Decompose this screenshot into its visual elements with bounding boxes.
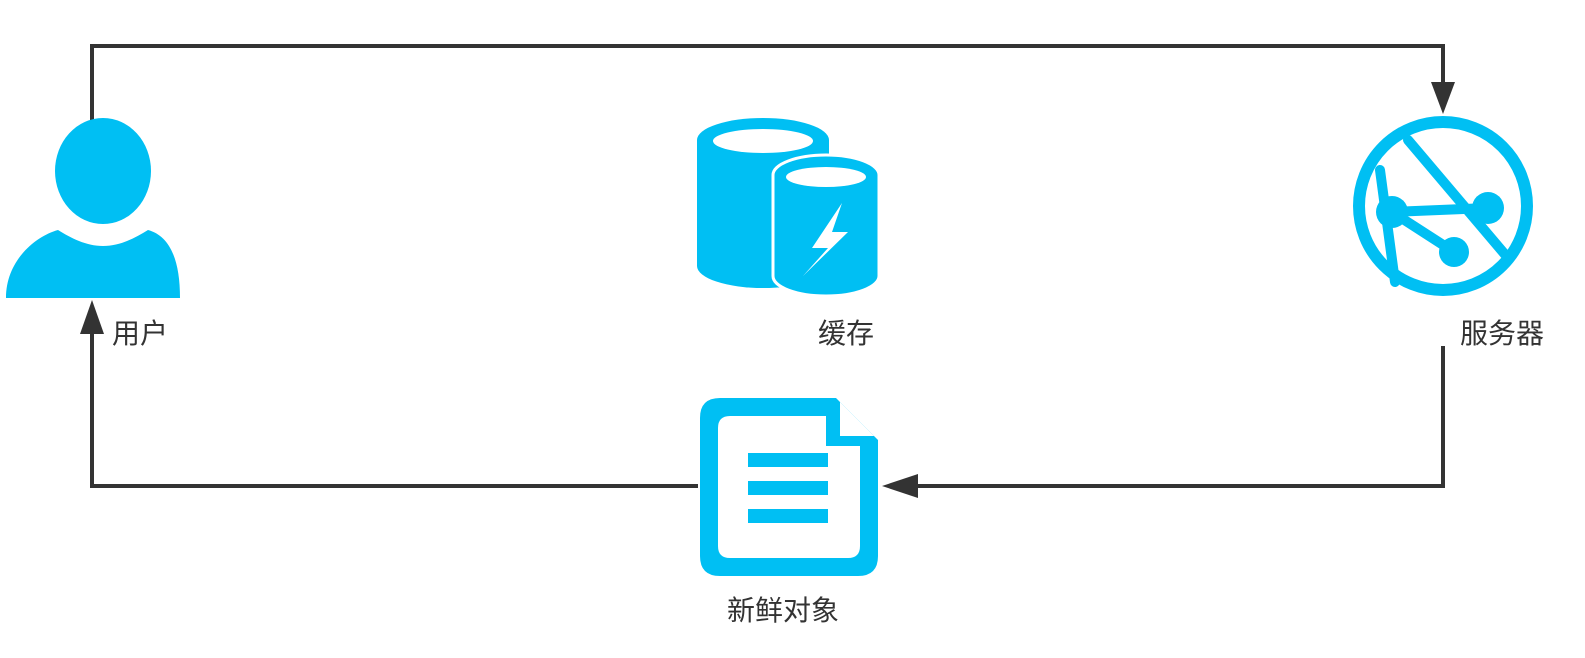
database-cache-icon (697, 118, 881, 298)
arrowhead-fresh-object (882, 474, 918, 498)
server-label: 服务器 (1460, 317, 1544, 350)
arrowheads (80, 82, 1455, 498)
cache-label: 缓存 (818, 317, 874, 350)
connectors (90, 44, 1445, 488)
connector-user-to-server (90, 44, 1445, 120)
arrowhead-server (1431, 82, 1455, 114)
user-icon (6, 118, 180, 298)
lightning-icon (803, 203, 848, 276)
connector-fresh-object-to-user (90, 330, 698, 488)
fresh-object-label: 新鲜对象 (727, 594, 839, 627)
arrowhead-user (80, 300, 104, 334)
connector-server-to-fresh-object (916, 346, 1445, 488)
user-label: 用户 (112, 317, 168, 350)
globe-network-icon (1353, 116, 1533, 296)
document-icon (700, 398, 878, 576)
